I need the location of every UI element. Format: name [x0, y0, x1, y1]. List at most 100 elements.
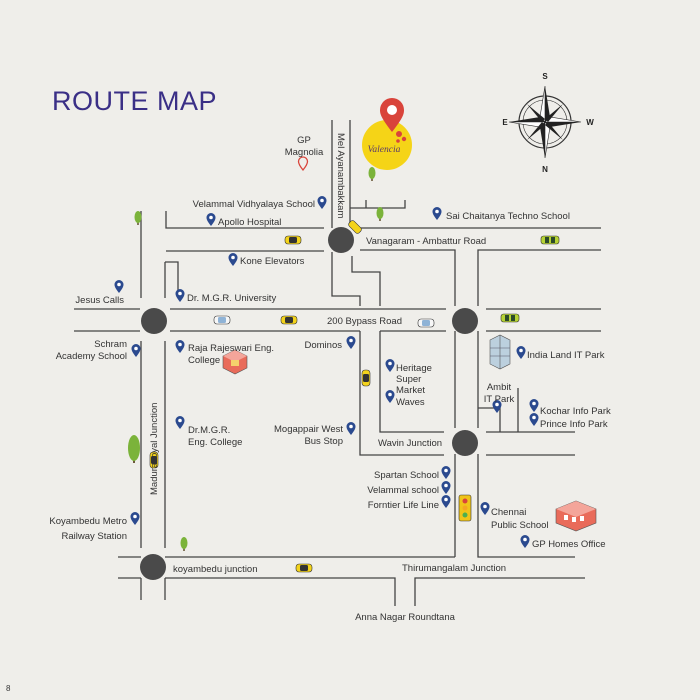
label-frontier: Forntier Life Line: [368, 500, 439, 511]
label-heritage-2: Super: [396, 374, 421, 385]
car-icon: [417, 318, 435, 328]
college-building-icon: [222, 349, 248, 375]
roads: [74, 120, 601, 606]
building-icon: [489, 334, 511, 370]
label-waves: Waves: [396, 397, 425, 408]
junction-koyambedu: [140, 554, 166, 580]
label-gp-magnolia-1: GP: [297, 135, 311, 146]
label-chennai-public-1: Chennai: [491, 507, 526, 518]
label-schram-1: Schram: [94, 339, 127, 350]
page-title: ROUTE MAP: [52, 86, 218, 116]
location-pin-icon: [516, 346, 526, 359]
label-india-land: India Land IT Park: [527, 350, 605, 361]
junction-wavin: [452, 430, 478, 456]
taxi-icon: [284, 235, 302, 245]
valencia-brand-text: Valencia: [368, 145, 401, 155]
landmark-labels: GP Magnolia Velammal Vidhyalaya School A…: [49, 135, 611, 550]
location-pin-icon: [346, 336, 356, 349]
label-schram-2: Academy School: [56, 351, 127, 362]
label-jesus-calls: Jesus Calls: [75, 295, 124, 306]
location-pin-icon: [441, 466, 451, 479]
location-pin-icon: [529, 399, 539, 412]
location-pin-icon: [480, 502, 490, 515]
compass-bottom-label: N: [542, 165, 548, 174]
road-label-anna-nagar: Anna Nagar Roundtana: [355, 612, 456, 623]
road-label-vanagaram: Vanagaram - Ambattur Road: [366, 236, 486, 247]
label-koyambedu-metro-2: Railway Station: [62, 531, 127, 542]
label-dominos: Dominos: [305, 340, 343, 351]
road-labels: Mel Ayanambakkam Vanagaram - Ambattur Ro…: [149, 133, 506, 623]
junction-bypass: [452, 308, 478, 334]
taxi-icon: [295, 563, 313, 573]
car-icon: [348, 220, 362, 234]
compass-right-label: W: [586, 118, 594, 127]
junction-top: [328, 227, 354, 253]
label-apollo-hospital: Apollo Hospital: [218, 217, 281, 228]
label-ambit-2: IT Park: [484, 394, 515, 405]
location-pin-icon: [206, 213, 216, 226]
junction-maduravoyal: [141, 308, 167, 334]
location-pin-icon: [529, 413, 539, 426]
page-number: 8: [6, 684, 11, 693]
tree-icon: [180, 537, 188, 551]
compass-top-label: S: [542, 72, 548, 81]
label-mogappair-2: Bus Stop: [304, 436, 343, 447]
tree-icon: [128, 435, 140, 463]
road-label-maduravoyal: Maduravoyal Junction: [149, 403, 160, 495]
road-label-mel-ayanambakkam: Mel Ayanambakkam: [335, 133, 346, 218]
label-gp-homes: GP Homes Office: [532, 539, 606, 550]
taxi-icon: [280, 315, 298, 325]
location-pin-icon: [130, 512, 140, 525]
location-pin-icon: [346, 422, 356, 435]
label-gp-magnolia-2: Magnolia: [285, 147, 324, 158]
junctions: [140, 227, 478, 580]
location-pin-icon: [175, 340, 185, 353]
valencia-logo: Valencia: [362, 98, 412, 170]
location-pin-icon: [114, 280, 124, 293]
location-pin-red-icon: [380, 98, 404, 132]
trees: [128, 167, 384, 551]
location-pin-icon: [385, 359, 395, 372]
location-pin-icon: [520, 535, 530, 548]
vehicles: [149, 220, 560, 573]
car-icon: [213, 315, 231, 325]
compass-icon: S N E W: [502, 72, 594, 174]
location-pin-icon: [228, 253, 238, 266]
road-label-wavin: Wavin Junction: [378, 438, 442, 449]
label-chennai-public-2: Public School: [491, 520, 549, 531]
tree-icon: [376, 207, 384, 221]
label-kochar: Kochar Info Park: [540, 406, 611, 417]
label-ambit-1: Ambit: [487, 382, 512, 393]
label-mgr-eng-1: Dr.M.G.R.: [188, 425, 230, 436]
location-pin-icon: [432, 207, 442, 220]
label-velammal-vidhyalaya: Velammal Vidhyalaya School: [193, 199, 315, 210]
label-mgr-eng-2: Eng. College: [188, 437, 242, 448]
location-pin-icon: [441, 481, 451, 494]
taxi-icon: [361, 369, 371, 387]
label-mgr-university: Dr. M.G.R. University: [187, 293, 276, 304]
location-pin-icon: [385, 390, 395, 403]
location-pin-icon: [131, 344, 141, 357]
location-pin-icon: [441, 495, 451, 508]
location-pin-icon: [317, 196, 327, 209]
compass-left-label: E: [502, 118, 508, 127]
road-label-thirumangalam: Thirumangalam Junction: [402, 563, 506, 574]
label-raja-rajeswari-2: College: [188, 355, 220, 366]
label-mogappair-1: Mogappair West: [274, 424, 343, 435]
tree-icon: [368, 167, 376, 181]
label-spartan: Spartan School: [374, 470, 439, 481]
bus-icon: [540, 235, 560, 245]
location-pin-icon: [175, 289, 185, 302]
label-prince: Prince Info Park: [540, 419, 608, 430]
label-raja-rajeswari-1: Raja Rajeswari Eng.: [188, 343, 274, 354]
road-label-bypass: 200 Bypass Road: [327, 316, 402, 327]
label-heritage-3: Market: [396, 385, 425, 396]
label-sai-chaitanya: Sai Chaitanya Techno School: [446, 211, 570, 222]
label-velammal-school: Velammal school: [367, 485, 439, 496]
location-pin-icon: [175, 416, 185, 429]
label-koyambedu-metro-1: Koyambedu Metro: [49, 516, 127, 527]
road-label-koyambedu-junction: koyambedu junction: [173, 564, 258, 575]
location-pins: [114, 196, 539, 548]
traffic-signal-icon: [458, 494, 472, 522]
